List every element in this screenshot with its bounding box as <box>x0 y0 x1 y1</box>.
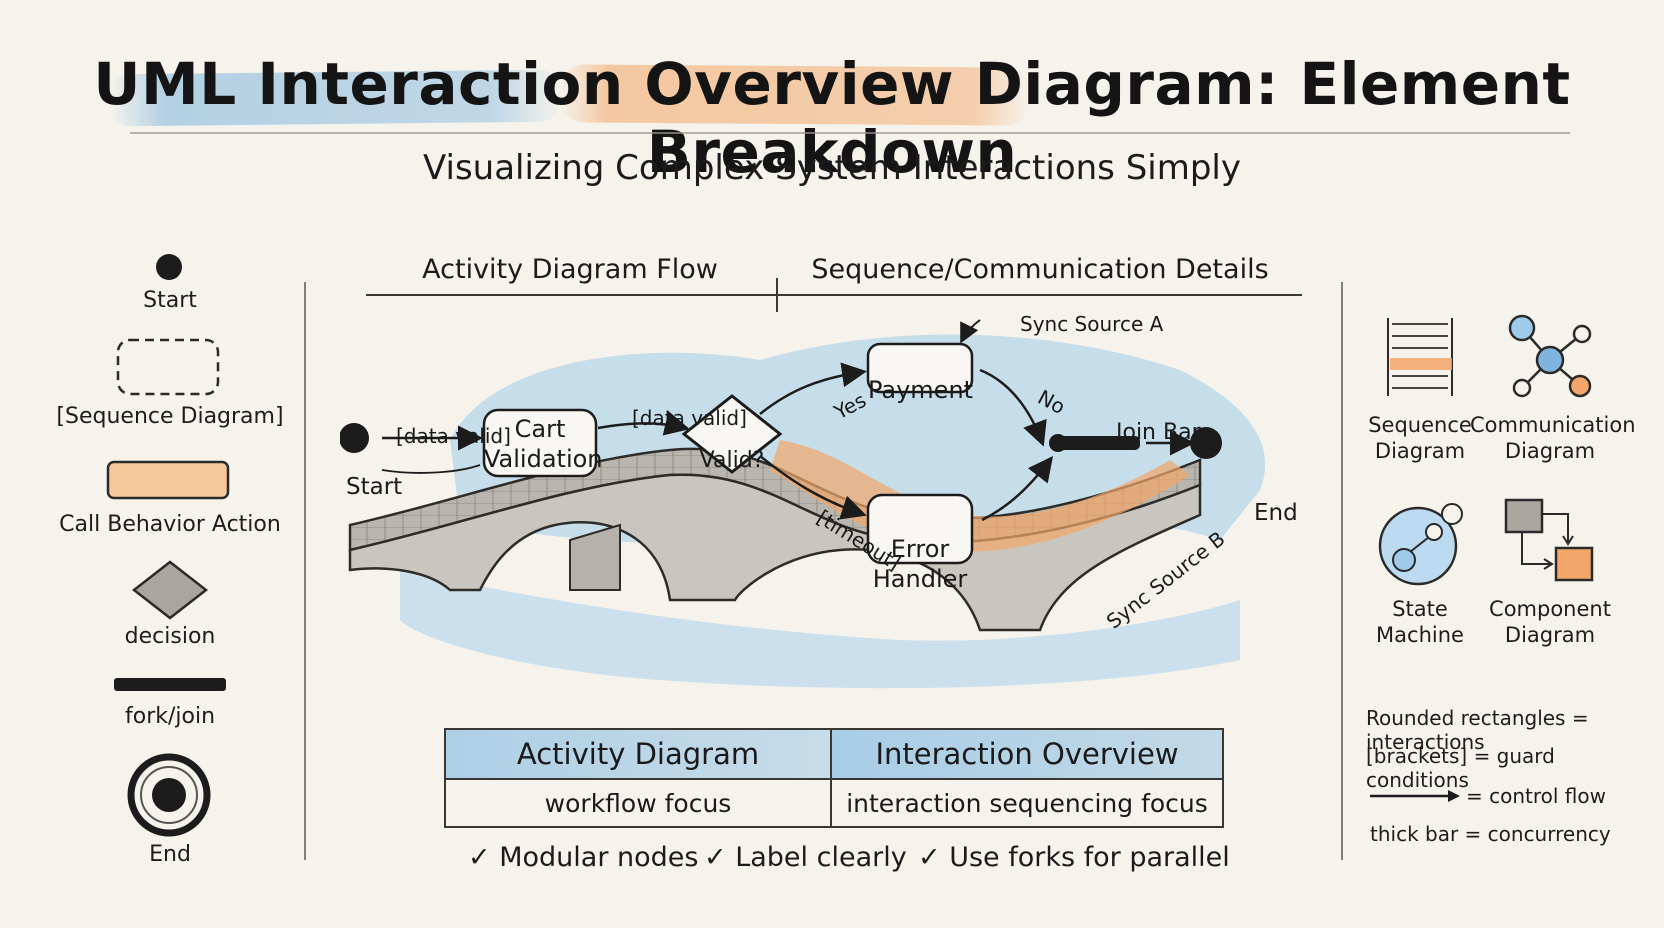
communication-diagram-icon <box>1508 314 1592 398</box>
legend-decision-label: decision <box>124 624 216 649</box>
legend-call-behavior-icon <box>106 460 230 500</box>
error-handler-line2: Handler <box>872 565 968 593</box>
interaction-flow-diagram <box>340 319 1266 689</box>
sequence-diagram-label-2: Diagram <box>1374 439 1466 463</box>
table-header-activity: Activity Diagram <box>446 730 832 780</box>
component-diagram-label-1: Component <box>1489 597 1611 621</box>
legend-start-label: Start <box>143 288 197 313</box>
sequence-diagram-icon <box>1387 318 1453 396</box>
component-diagram-label: Component Diagram <box>1470 596 1630 648</box>
legend-sequence-diagram-icon <box>116 338 220 396</box>
legend-call-behavior-label: Call Behavior Action <box>59 512 281 537</box>
communication-diagram-label-2: Diagram <box>1504 439 1596 463</box>
flow-start-label: Start <box>346 474 403 500</box>
table-value-interaction: interaction sequencing focus <box>846 788 1208 818</box>
sync-source-a-label: Sync Source A <box>1020 312 1164 336</box>
state-machine-icon <box>1378 503 1463 586</box>
legend-end-icon <box>127 753 211 837</box>
page-title: UML Interaction Overview Diagram: Elemen… <box>93 50 1571 186</box>
header-rule <box>366 294 1302 296</box>
error-handler-node[interactable]: Error Handler <box>868 534 972 594</box>
header-activity-flow: Activity Diagram Flow <box>422 254 718 285</box>
cart-validation-line1: Cart <box>514 415 566 443</box>
sequence-diagram-label-1: Sequence <box>1368 413 1472 437</box>
bridge-pillar <box>569 523 621 591</box>
legend-end-label: End <box>149 842 191 867</box>
control-flow-arrow-icon <box>1370 790 1460 802</box>
right-divider <box>1341 282 1343 860</box>
water-wash <box>400 570 1240 689</box>
tip-modular-nodes: ✓ Modular nodes <box>468 842 699 873</box>
tip-use-forks: ✓ Use forks for parallel <box>918 842 1230 873</box>
flow-end-label: End <box>1254 500 1298 526</box>
table-header-interaction: Interaction Overview <box>832 730 1222 780</box>
flow-guard-1: [data valid] <box>396 424 511 448</box>
header-divider <box>776 278 778 312</box>
note-control-flow: = control flow <box>1466 784 1606 808</box>
legend-fork-join-icon <box>114 678 226 691</box>
legend-decision-icon <box>131 560 209 620</box>
payment-node[interactable]: Payment <box>868 376 974 404</box>
legend-sequence-diagram-label: [Sequence Diagram] <box>56 404 284 429</box>
table-value-activity: workflow focus <box>446 780 832 826</box>
error-handler-line1: Error <box>890 535 950 563</box>
component-diagram-label-2: Diagram <box>1504 623 1596 647</box>
communication-diagram-label: Communication Diagram <box>1470 412 1636 464</box>
comparison-table: Activity Diagram Interaction Overview wo… <box>444 728 1224 828</box>
state-machine-label: State Machine <box>1360 596 1480 648</box>
tip-label-clearly: ✓ Label clearly <box>704 842 907 873</box>
join-bar-label: Join Bar <box>1116 420 1201 445</box>
bridge-body <box>348 473 1202 632</box>
state-machine-label-1: State <box>1392 597 1448 621</box>
legend-fork-join-label: fork/join <box>124 704 216 729</box>
note-rounded-rectangles: Rounded rectangles = interactions <box>1366 706 1589 754</box>
decision-valid-node[interactable]: Valid? <box>699 448 765 473</box>
left-divider <box>304 282 306 860</box>
communication-diagram-label-1: Communication <box>1470 413 1636 437</box>
component-diagram-icon <box>1504 498 1594 582</box>
flow-guard-2: [data valid] <box>632 406 747 430</box>
header-sequence-details: Sequence/Communication Details <box>811 254 1269 285</box>
title-underline <box>130 132 1570 134</box>
page-subtitle: Visualizing Complex System Interactions … <box>423 148 1241 188</box>
cart-validation-line2: Validation <box>484 445 603 473</box>
cart-validation-node[interactable]: Cart Validation <box>484 414 603 474</box>
note-brackets: [brackets] = guard conditions <box>1366 744 1555 792</box>
sequence-diagram-label: Sequence Diagram <box>1360 412 1480 464</box>
legend-start-icon <box>156 254 182 280</box>
note-thick-bar: thick bar = concurrency <box>1370 822 1611 846</box>
state-machine-label-2: Machine <box>1376 623 1464 647</box>
